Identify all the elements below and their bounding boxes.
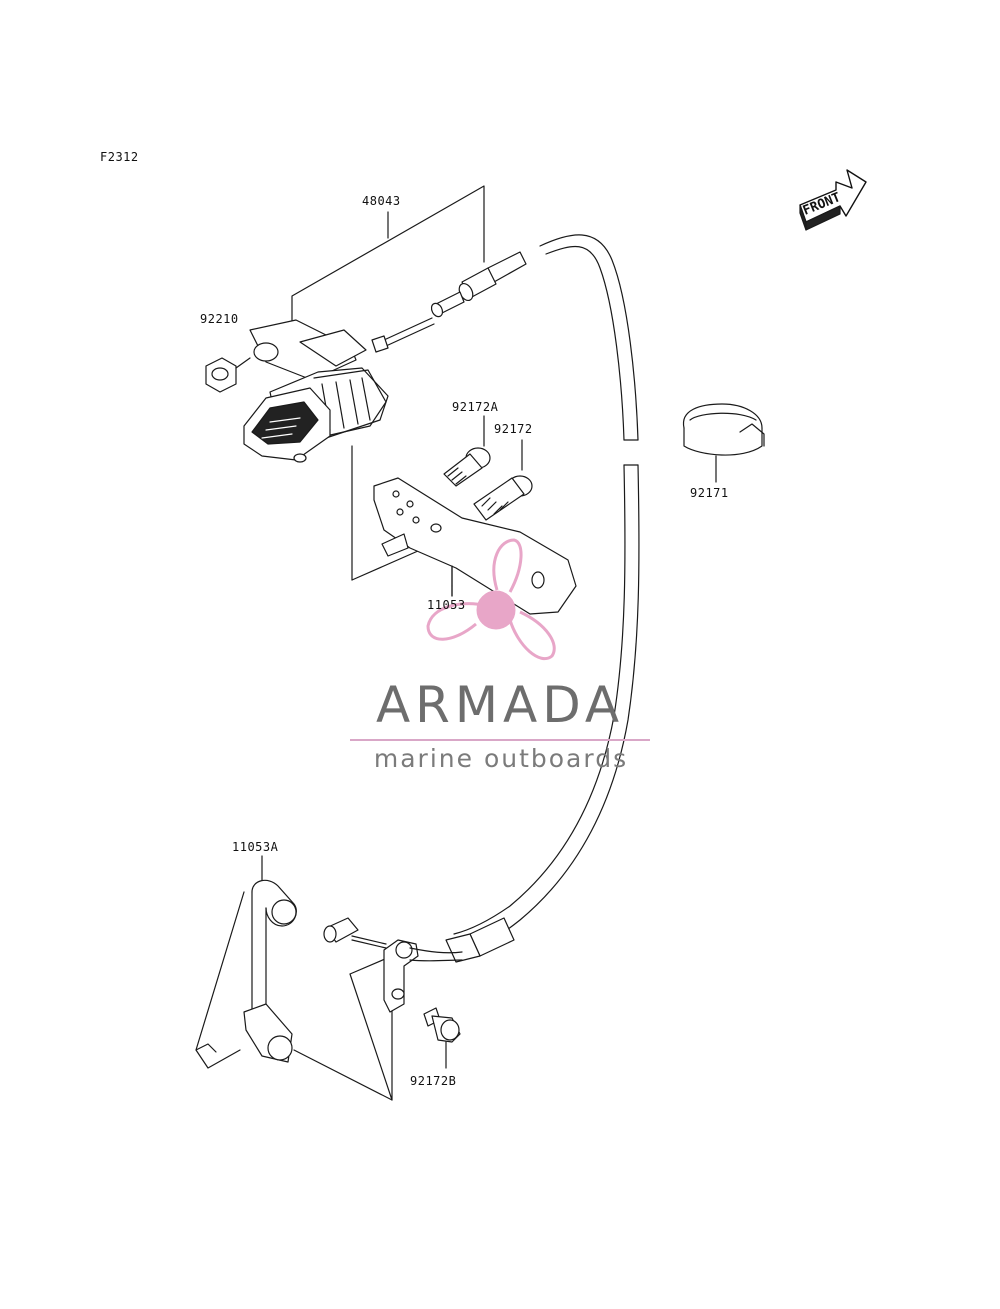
cable-end-bracket <box>323 917 463 1013</box>
nut-92210 <box>205 357 251 393</box>
bracket-11053 <box>373 477 577 615</box>
figure-code: F2312 <box>100 150 139 164</box>
watermark-title: ARMADA <box>375 676 625 734</box>
part-label-92210: 92210 <box>200 312 239 326</box>
throttle-cable <box>371 234 640 963</box>
armada-propeller-logo <box>426 538 556 660</box>
lever-11053a <box>195 855 393 1101</box>
screw-92172a <box>443 447 491 487</box>
bolt-92172b <box>423 1007 461 1069</box>
clamp-92171 <box>682 403 765 483</box>
part-label-92171: 92171 <box>690 486 729 500</box>
part-label-11053a: 11053A <box>232 840 279 854</box>
part-label-48043: 48043 <box>362 194 401 208</box>
part-label-92172a: 92172A <box>452 400 499 414</box>
part-label-92172: 92172 <box>494 422 533 436</box>
front-arrow-icon: FRONT <box>799 169 867 231</box>
part-label-92172b: 92172B <box>410 1074 457 1088</box>
part-label-11053: 11053 <box>427 598 466 612</box>
screw-92172 <box>473 475 533 521</box>
watermark-divider <box>350 739 650 741</box>
throttle-lever <box>243 319 389 463</box>
watermark-subtitle: marine outboards <box>373 744 629 773</box>
